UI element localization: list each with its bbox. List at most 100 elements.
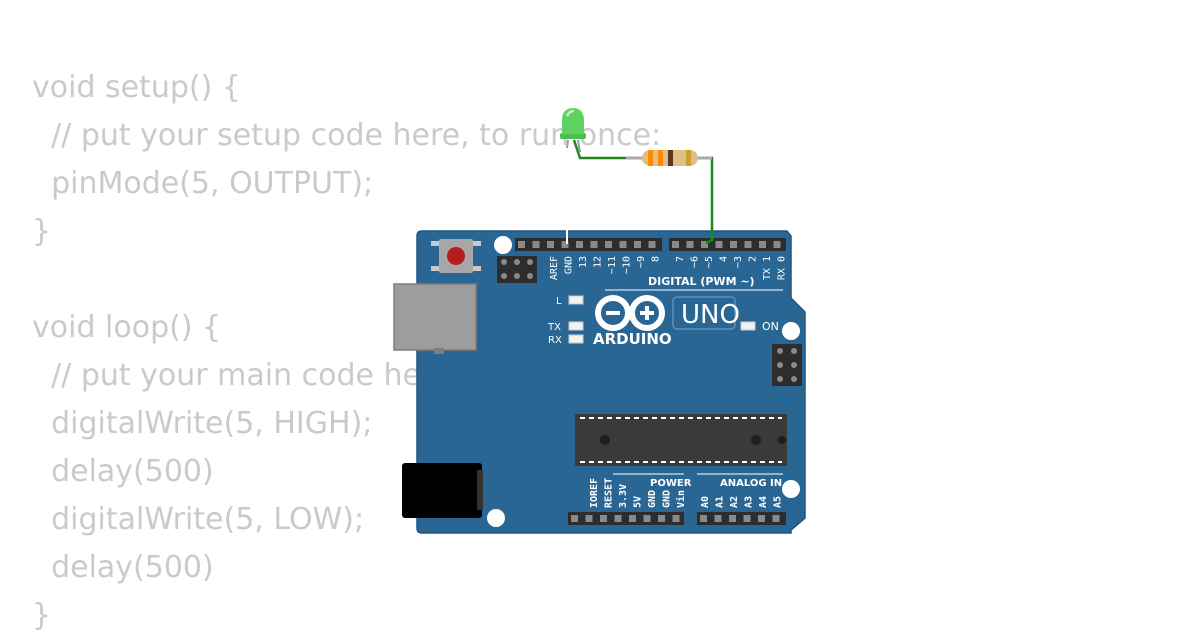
code-line[interactable]: void setup() {	[32, 70, 241, 105]
icsp-header	[497, 256, 537, 283]
header-pin	[744, 241, 752, 248]
header-pin	[561, 241, 569, 248]
power-jack	[402, 463, 483, 518]
digital-pin-label: RX 0	[777, 256, 788, 280]
led-l	[568, 295, 584, 305]
header-pin	[730, 241, 737, 248]
led-label-tx: TX	[547, 322, 561, 333]
analog-label: ANALOG IN	[720, 478, 782, 489]
status-leds: L TX RX ON	[547, 295, 779, 346]
header-pin	[759, 241, 766, 248]
digital-header-right[interactable]	[669, 238, 786, 251]
digital-pin-label: ~9	[636, 256, 647, 268]
code-line[interactable]: pinMode(5, OUTPUT);	[32, 166, 374, 201]
bottom-header-pins	[571, 515, 780, 522]
code-line[interactable]: }	[32, 214, 52, 249]
header-pin	[648, 241, 656, 248]
mounting-hole	[782, 480, 800, 498]
code-line[interactable]: void loop() {	[32, 310, 222, 345]
power-label: POWER	[650, 478, 692, 489]
code-line[interactable]: digitalWrite(5, LOW);	[32, 502, 365, 537]
led-on	[740, 321, 756, 331]
digital-pin-label: 13	[578, 256, 589, 268]
digital-pin-label: 8	[651, 256, 662, 262]
led-label-l: L	[556, 296, 562, 307]
header-pin	[729, 515, 736, 522]
mounting-hole	[487, 509, 505, 527]
led-rx	[568, 334, 584, 344]
header-pin	[600, 515, 607, 522]
header-pin	[772, 515, 780, 522]
header-pin	[714, 515, 722, 522]
code-line[interactable]: digitalWrite(5, HIGH);	[32, 406, 373, 441]
header-pin	[758, 515, 765, 522]
digital-pin-label: 12	[593, 256, 604, 268]
analog-pin-label: A5	[773, 496, 784, 508]
model-label: UNO	[681, 300, 740, 330]
arduino-infinity-icon	[595, 295, 665, 331]
digital-header-label: DIGITAL (PWM ~)	[648, 275, 755, 288]
digital-pin-label: 2	[748, 256, 759, 262]
digital-pin-label: ~10	[622, 256, 633, 274]
code-line[interactable]: delay(500)	[32, 454, 214, 489]
icsp-header-right	[772, 344, 802, 386]
model-badge	[672, 296, 736, 330]
digital-pin-label: 4	[719, 256, 730, 262]
analog-pin-label: A2	[729, 496, 740, 508]
header-pin	[672, 515, 680, 522]
header-pin	[590, 241, 598, 248]
power-pin-label: GND	[647, 490, 658, 508]
power-pin-label: GND	[662, 490, 673, 508]
digital-pin-label: TX 1	[762, 256, 773, 280]
mounting-hole	[494, 236, 512, 254]
wire-led-to-resistor[interactable]	[572, 139, 629, 160]
on-label: ON	[762, 320, 779, 333]
header-pin	[585, 515, 593, 522]
analog-pin-label: A1	[715, 496, 726, 508]
power-pin-label: 5V	[633, 496, 644, 508]
microcontroller-chip	[575, 414, 787, 466]
code-editor[interactable]: void setup() { // put your setup code he…	[32, 64, 739, 640]
header-pin	[773, 241, 781, 248]
code-line[interactable]: delay(500)	[32, 550, 214, 585]
power-pin-label: 3.3V	[618, 484, 629, 508]
resistor-icon[interactable]	[626, 150, 712, 166]
power-pin-label: Vin	[675, 490, 687, 508]
code-line[interactable]: // put your setup code here, to run once…	[32, 118, 662, 153]
mounting-hole	[782, 322, 800, 340]
header-pin	[571, 515, 578, 522]
header-pin	[605, 241, 612, 248]
header-pin	[672, 241, 679, 248]
header-pin	[614, 515, 622, 522]
header-pin	[629, 515, 636, 522]
digital-pin-label: ~3	[733, 256, 744, 268]
brand-label: ARDUINO	[593, 330, 672, 348]
analog-pin-label: A4	[758, 496, 769, 508]
digital-header-pins	[518, 241, 781, 248]
header-pin	[619, 241, 627, 248]
header-pin	[658, 515, 665, 522]
header-pin	[532, 241, 540, 248]
green-led-icon[interactable]	[560, 108, 586, 153]
header-pin	[518, 241, 525, 248]
code-line[interactable]: }	[32, 598, 52, 633]
header-pin	[634, 241, 641, 248]
power-pin-label: RESET	[604, 478, 615, 508]
digital-pin-label: ~5	[704, 256, 715, 268]
power-header[interactable]	[568, 512, 684, 525]
digital-pin-label: ~11	[607, 256, 618, 274]
analog-pin-label: A0	[700, 496, 711, 508]
header-pin	[701, 241, 708, 248]
digital-pin-label: GND	[564, 256, 575, 274]
led-label-rx: RX	[548, 335, 562, 346]
digital-pin-label: AREF	[549, 256, 560, 280]
header-pin	[576, 241, 583, 248]
header-pin	[643, 515, 651, 522]
reset-button[interactable]	[431, 239, 481, 273]
power-pin-label: IOREF	[589, 478, 600, 508]
digital-pin-label: 7	[675, 256, 686, 262]
